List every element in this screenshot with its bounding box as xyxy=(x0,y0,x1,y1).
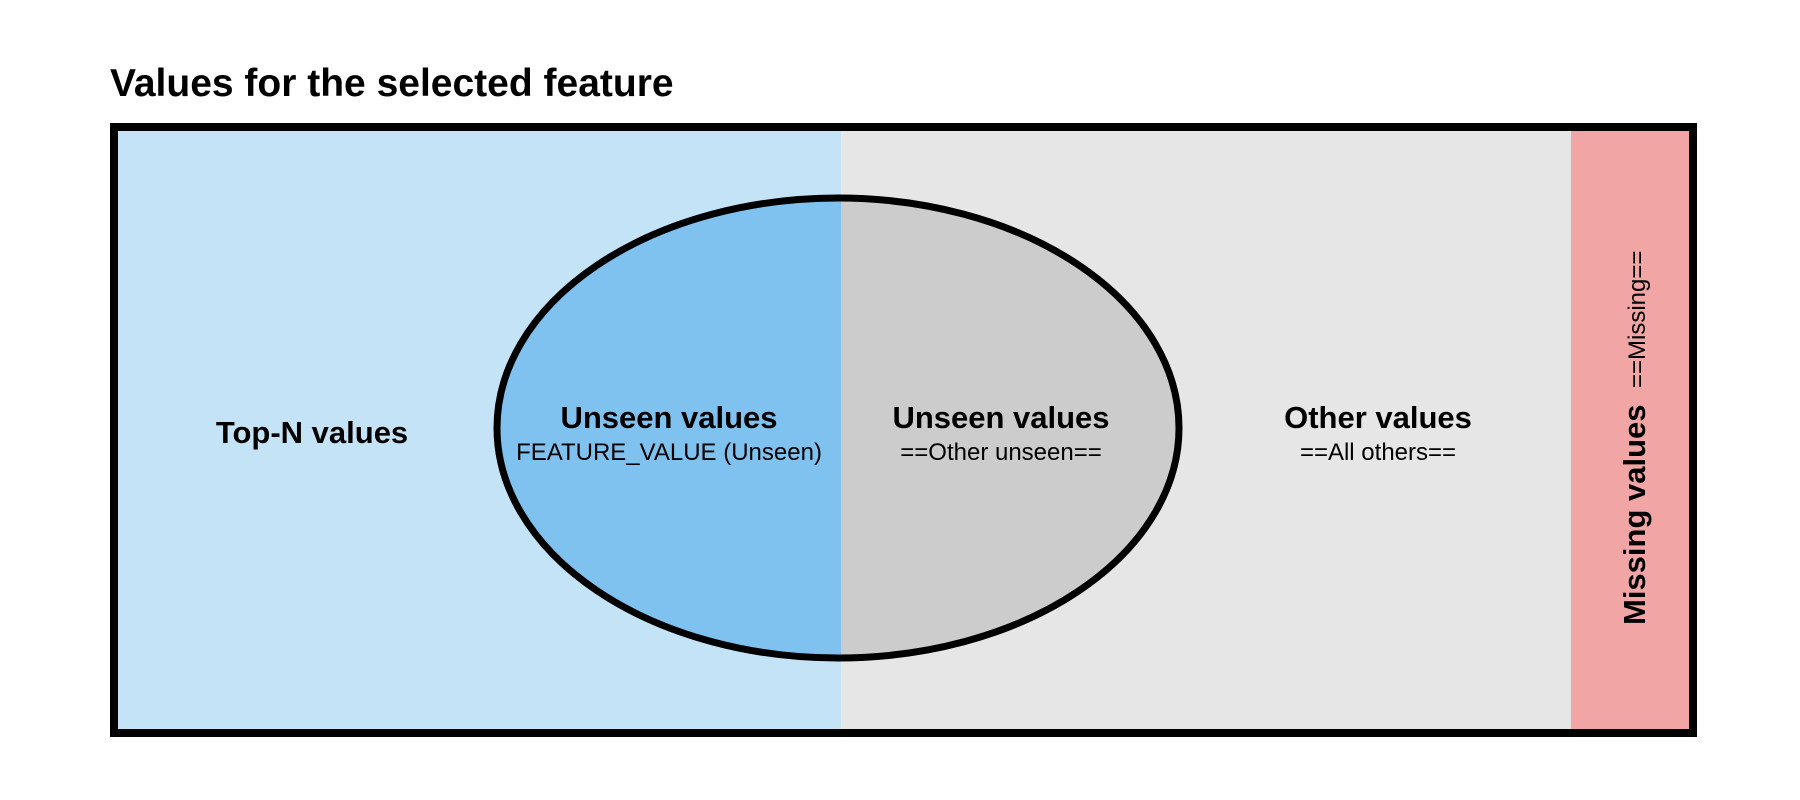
missing-values-text-group: Missing values ==Missing== xyxy=(1617,251,1652,625)
other-values-sublabel: ==All others== xyxy=(1300,439,1456,466)
outer-border xyxy=(110,123,1697,737)
unseen-known-label: Unseen values xyxy=(560,400,777,435)
unseen-values-ellipse xyxy=(493,194,1183,662)
unseen-known-sublabel: FEATURE_VALUE (Unseen) xyxy=(516,439,822,466)
unseen-other-label: Unseen values xyxy=(892,400,1109,435)
missing-values-label: Missing values xyxy=(1617,404,1652,625)
svg-text:Missing values ==Missi: Missing values ==Missing== xyxy=(1617,251,1652,625)
missing-values-region xyxy=(1571,127,1693,733)
missing-values-sublabel: ==Missing== xyxy=(1624,251,1651,388)
diagram-title: Values for the selected feature xyxy=(110,62,674,105)
unseen-other-sublabel: ==Other unseen== xyxy=(900,439,1102,466)
top-n-label: Top-N values xyxy=(216,415,408,450)
other-values-label: Other values xyxy=(1284,400,1472,435)
